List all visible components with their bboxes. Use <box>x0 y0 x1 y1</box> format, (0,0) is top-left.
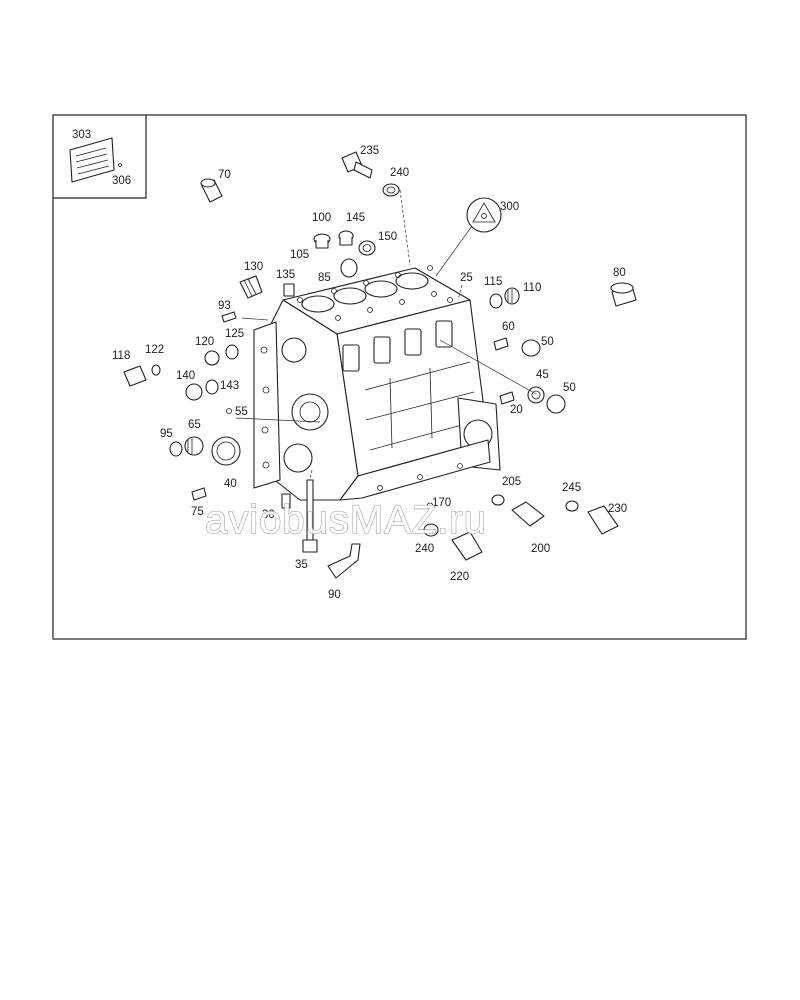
callout-40: 40 <box>224 478 237 490</box>
sleeve-70-icon <box>200 178 223 203</box>
callout-230: 230 <box>608 503 627 515</box>
washer-122-icon <box>151 364 161 376</box>
ring-95-icon <box>169 441 183 457</box>
oil-pipe-90-icon <box>327 543 361 579</box>
callout-55: 55 <box>235 406 248 418</box>
screw-118-icon <box>123 365 147 387</box>
seal-40-icon <box>211 436 241 466</box>
engine-block <box>253 265 501 501</box>
diagram-frame <box>52 114 747 640</box>
screw-plug-130-icon <box>239 275 263 299</box>
callout-118: 118 <box>112 350 130 362</box>
callout-120: 120 <box>195 336 214 348</box>
callout-145: 145 <box>346 212 365 224</box>
callout-labels: 303 306 235 240 70 300 100 145 150 105 8… <box>72 129 627 601</box>
callout-300: 300 <box>500 201 519 213</box>
plug-50-icon <box>521 339 541 357</box>
callout-170: 170 <box>432 497 451 509</box>
callout-65: 65 <box>188 419 201 431</box>
callout-85: 85 <box>318 272 331 284</box>
callout-150: 150 <box>378 231 397 243</box>
inset-frame <box>53 115 147 199</box>
callout-35: 35 <box>295 559 308 571</box>
plug-100-icon <box>313 233 331 249</box>
callout-306: 306 <box>112 175 131 187</box>
ring-125-icon <box>225 344 239 360</box>
callout-90: 90 <box>328 589 341 601</box>
callout-105: 105 <box>290 249 309 261</box>
callout-60: 60 <box>502 321 515 333</box>
ball-55-icon <box>226 408 232 414</box>
plug-145-icon <box>338 230 354 246</box>
callout-245: 245 <box>562 482 581 494</box>
callout-45: 45 <box>536 369 549 381</box>
callout-80: 80 <box>613 267 626 279</box>
ring-143-icon <box>205 379 219 395</box>
sleeve-135-icon <box>283 283 295 297</box>
callout-122: 122 <box>145 344 164 356</box>
pin-20-icon <box>499 391 515 405</box>
plug-140-icon <box>185 383 203 401</box>
ring-245-icon <box>565 500 579 512</box>
sensor-230-icon <box>587 505 619 535</box>
washer-240-icon <box>382 183 400 197</box>
callout-240b: 240 <box>415 543 434 555</box>
sensor-220-icon <box>451 531 483 561</box>
sensor-200-icon <box>511 501 545 527</box>
pin-60-icon <box>493 337 509 351</box>
callout-130: 130 <box>244 261 263 273</box>
bolt-35-icon <box>302 479 318 553</box>
callout-135: 135 <box>276 269 295 281</box>
callout-75: 75 <box>191 506 204 518</box>
callout-200: 200 <box>531 543 550 555</box>
callout-100: 100 <box>312 212 331 224</box>
part-170-icon <box>426 502 434 510</box>
callout-235: 235 <box>360 145 379 157</box>
watermark: aviobusMAZ.ru <box>205 498 487 542</box>
callout-95: 95 <box>160 428 173 440</box>
callout-110: 110 <box>523 282 541 294</box>
ring-205-icon <box>491 494 505 506</box>
callout-303: 303 <box>72 129 91 141</box>
washer-240b-icon <box>423 523 439 537</box>
cover-300-icon <box>466 197 502 233</box>
leader-lines <box>235 189 537 481</box>
callout-125: 125 <box>225 328 244 340</box>
sleeve-30-icon <box>281 493 291 509</box>
callout-140: 140 <box>176 370 195 382</box>
callout-143: 143 <box>220 380 239 392</box>
callout-50b: 50 <box>563 382 576 394</box>
seal-ring-150-icon <box>358 240 376 256</box>
callout-20: 20 <box>510 404 523 416</box>
callout-93: 93 <box>218 300 231 312</box>
bushing-80-icon <box>610 282 637 307</box>
ring-45-icon <box>527 386 545 404</box>
callout-115: 115 <box>484 276 502 288</box>
callout-220: 220 <box>450 571 469 583</box>
type-plate-icon <box>69 137 122 183</box>
plug-85-icon <box>340 258 358 278</box>
callout-70: 70 <box>218 169 231 181</box>
sensor-235-icon <box>341 151 373 179</box>
plug-65-icon <box>184 436 204 456</box>
plug-120-icon <box>204 350 220 366</box>
plug-110-icon <box>504 287 520 305</box>
callout-30: 30 <box>262 509 275 521</box>
callout-50: 50 <box>541 336 554 348</box>
callout-240: 240 <box>390 167 409 179</box>
callout-25: 25 <box>460 272 473 284</box>
plug-50b-icon <box>546 394 566 414</box>
pin-75-icon <box>191 487 207 501</box>
ring-115-icon <box>489 293 503 309</box>
callout-205: 205 <box>502 476 521 488</box>
pin-93-icon <box>221 311 237 323</box>
